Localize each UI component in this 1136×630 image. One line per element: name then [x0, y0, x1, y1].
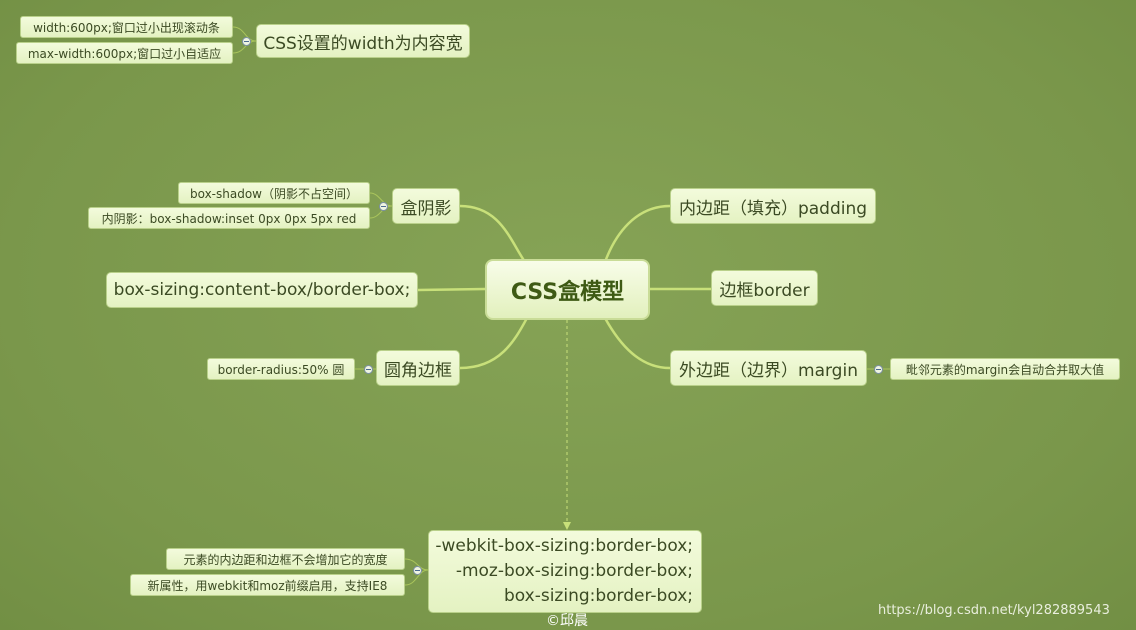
node-border[interactable]: 边框border	[711, 270, 818, 306]
connector-shadow-sub-2	[369, 205, 393, 219]
width-subnode-max-width[interactable]: max-width:600px;窗口过小自适应	[16, 42, 233, 64]
connector-radius	[458, 316, 529, 370]
connector-padding	[603, 204, 672, 264]
node-margin[interactable]: 外边距（边界）margin	[670, 350, 867, 386]
prefix-line-webkit: -webkit-box-sizing:border-box;	[435, 536, 693, 556]
connector-shadow-sub-1	[369, 192, 393, 207]
node-width[interactable]: CSS设置的width为内容宽	[256, 24, 470, 58]
node-prefix[interactable]: -webkit-box-sizing:border-box; -moz-box-…	[428, 530, 702, 613]
node-padding[interactable]: 内边距（填充）padding	[670, 188, 876, 224]
connector-margin	[603, 316, 672, 370]
connector-width-sub-2	[232, 40, 257, 54]
margin-subnode[interactable]: 毗邻元素的margin会自动合并取大值	[890, 358, 1120, 380]
collapse-toggle-prefix[interactable]	[413, 566, 422, 575]
prefix-subnode-support[interactable]: 新属性，用webkit和moz前缀启用，支持IE8	[130, 574, 405, 596]
connector-shadow	[458, 204, 527, 264]
prefix-line-standard: box-sizing:border-box;	[503, 586, 693, 606]
collapse-toggle-shadow[interactable]	[379, 202, 388, 211]
node-box-sizing[interactable]: box-sizing:content-box/border-box;	[106, 272, 418, 308]
connector-prefix-sub-1	[404, 558, 429, 571]
connector-width-sub-1	[232, 26, 257, 42]
node-shadow[interactable]: 盒阴影	[392, 188, 460, 224]
connector-box-sizing	[416, 287, 487, 292]
csdn-watermark: https://blog.csdn.net/kyl282889543	[878, 603, 1110, 618]
node-radius[interactable]: 圆角边框	[376, 350, 460, 386]
prefix-subnode-width[interactable]: 元素的内边距和边框不会增加它的宽度	[166, 548, 405, 570]
collapse-toggle-width[interactable]	[242, 37, 251, 46]
central-topic[interactable]: CSS盒模型	[485, 259, 650, 320]
radius-subnode[interactable]: border-radius:50% 圆	[207, 358, 355, 380]
author-signature: ©邱晨	[546, 613, 588, 629]
shadow-subnode-inset[interactable]: 内阴影：box-shadow:inset 0px 0px 5px red	[88, 207, 370, 229]
collapse-toggle-radius[interactable]	[364, 365, 373, 374]
shadow-subnode-box-shadow[interactable]: box-shadow（阴影不占空间）	[178, 182, 370, 204]
connector-prefix-sub-2	[404, 569, 429, 586]
prefix-line-moz: -moz-box-sizing:border-box;	[455, 561, 693, 581]
arrowhead-prefix	[563, 522, 571, 530]
collapse-toggle-margin[interactable]	[874, 365, 883, 374]
width-subnode-scroll[interactable]: width:600px;窗口过小出现滚动条	[20, 16, 233, 38]
